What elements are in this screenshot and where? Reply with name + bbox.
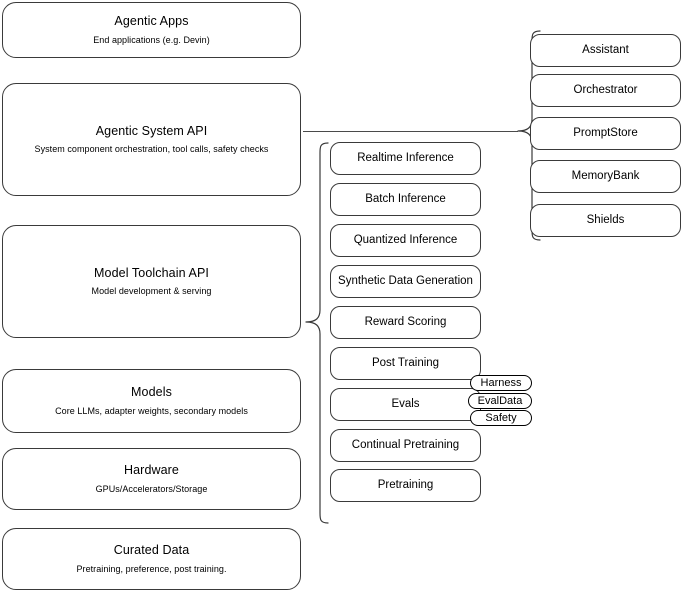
eval-badge-label: Safety (485, 412, 517, 424)
layer-subtitle: End applications (e.g. Devin) (93, 34, 210, 45)
capability-label: Post Training (371, 357, 440, 370)
capability-box-pretraining[interactable]: Pretraining (330, 469, 481, 502)
eval-badge-safety[interactable]: Safety (470, 410, 532, 426)
layer-box-agentic-apps[interactable]: Agentic Apps End applications (e.g. Devi… (2, 2, 301, 58)
capability-label: Evals (391, 398, 420, 411)
component-label: PromptStore (573, 127, 638, 140)
capability-label: Synthetic Data Generation (338, 275, 473, 288)
layer-title: Hardware (124, 463, 179, 478)
component-box-memorybank[interactable]: MemoryBank (530, 160, 681, 193)
layer-title: Agentic System API (95, 123, 208, 138)
eval-badge-harness[interactable]: Harness (470, 375, 532, 391)
capability-box-synthetic-data-generation[interactable]: Synthetic Data Generation (330, 265, 481, 298)
layer-box-curated-data[interactable]: Curated Data Pretraining, preference, po… (2, 528, 301, 590)
component-label: Assistant (582, 44, 629, 57)
component-label: Shields (586, 214, 625, 227)
capability-box-quantized-inference[interactable]: Quantized Inference (330, 224, 481, 257)
capability-label: Realtime Inference (357, 152, 454, 165)
layer-title: Curated Data (113, 543, 190, 558)
brace-model-toolchain (305, 142, 329, 524)
capability-box-evals[interactable]: Evals (330, 388, 481, 421)
component-box-assistant[interactable]: Assistant (530, 34, 681, 67)
capability-label: Continual Pretraining (351, 439, 460, 452)
capability-label: Quantized Inference (353, 234, 458, 247)
layer-box-model-toolchain-api[interactable]: Model Toolchain API Model development & … (2, 225, 301, 338)
layer-subtitle: GPUs/Accelerators/Storage (95, 483, 208, 494)
component-label: MemoryBank (571, 170, 640, 183)
layer-title: Agentic Apps (114, 14, 189, 29)
layer-subtitle: System component orchestration, tool cal… (34, 144, 269, 155)
layer-box-models[interactable]: Models Core LLMs, adapter weights, secon… (2, 369, 301, 433)
capability-box-realtime-inference[interactable]: Realtime Inference (330, 142, 481, 175)
layer-subtitle: Pretraining, preference, post training. (76, 563, 227, 574)
component-box-promptstore[interactable]: PromptStore (530, 117, 681, 150)
capability-label: Pretraining (377, 479, 434, 492)
connector-line-system-api-to-components (303, 131, 518, 132)
layer-box-agentic-system-api[interactable]: Agentic System API System component orch… (2, 83, 301, 196)
capability-box-post-training[interactable]: Post Training (330, 347, 481, 380)
eval-badge-label: Harness (480, 377, 522, 389)
component-box-orchestrator[interactable]: Orchestrator (530, 74, 681, 107)
capability-box-batch-inference[interactable]: Batch Inference (330, 183, 481, 216)
layer-subtitle: Core LLMs, adapter weights, secondary mo… (55, 405, 248, 416)
layer-subtitle: Model development & serving (91, 286, 212, 297)
capability-label: Batch Inference (365, 193, 446, 206)
capability-label: Reward Scoring (364, 316, 447, 329)
eval-badge-evaldata[interactable]: EvalData (468, 393, 532, 409)
layer-title: Models (131, 385, 172, 400)
eval-badge-label: EvalData (477, 395, 523, 407)
component-label: Orchestrator (573, 84, 638, 97)
layer-box-hardware[interactable]: Hardware GPUs/Accelerators/Storage (2, 448, 301, 510)
layer-title: Model Toolchain API (94, 265, 209, 280)
capability-box-reward-scoring[interactable]: Reward Scoring (330, 306, 481, 339)
component-box-shields[interactable]: Shields (530, 204, 681, 237)
capability-box-continual-pretraining[interactable]: Continual Pretraining (330, 429, 481, 462)
